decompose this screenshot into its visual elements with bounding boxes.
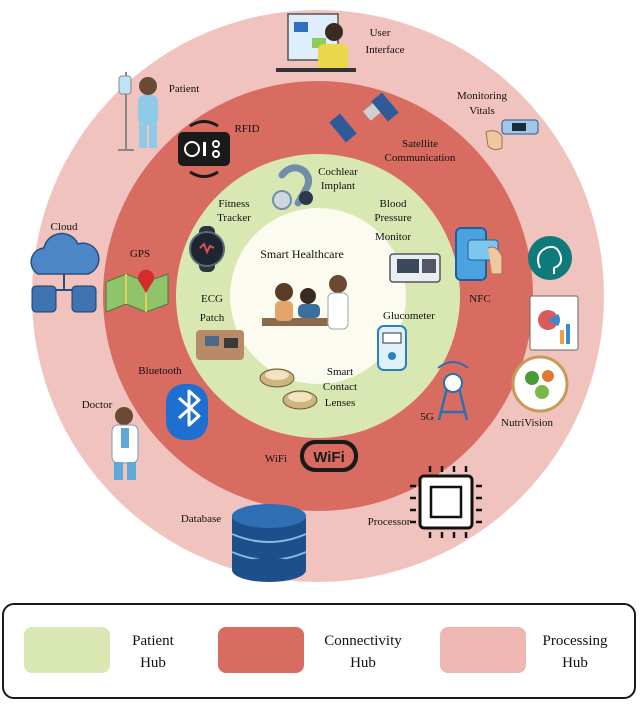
database-icon [231, 504, 307, 582]
ai-brain-icon [528, 236, 572, 280]
bp-label-2: Pressure [374, 212, 411, 224]
cochlear-implant-icon [272, 164, 313, 210]
wifi-logo-icon: WiFi [300, 440, 358, 472]
legend-connectivity-line2: Hub [350, 655, 376, 671]
rfid-icon [178, 120, 230, 178]
processor-chip-icon [410, 466, 482, 538]
lenses-label-2: Contact [323, 381, 357, 393]
legend-connectivity-line1: Connectivity [324, 633, 402, 649]
contact-lenses-icon [259, 368, 318, 410]
patient-icon [118, 72, 158, 151]
monitoring-label-2: Vitals [469, 105, 495, 117]
monitoring-vitals-icon [485, 119, 539, 151]
ecg-label-1: ECG [201, 293, 223, 305]
legend-item-connectivity-hub: Connectivity Hub [218, 627, 428, 673]
legend-text-connectivity-hub: Connectivity Hub [308, 630, 418, 674]
doctor-label: Doctor [82, 399, 113, 411]
lenses-label-3: Lenses [325, 397, 356, 409]
healthcare-scene-icon [262, 275, 349, 330]
cochlear-label-2: Implant [321, 180, 355, 192]
processor-label: Processor [368, 516, 411, 528]
legend-text-patient-hub: Patient Hub [118, 630, 188, 674]
monitoring-label-1: Monitoring [457, 90, 508, 102]
legend-patient-line1: Patient [132, 633, 174, 649]
bp-label-1: Blood [380, 198, 407, 210]
legend-patient-line2: Hub [140, 655, 166, 671]
satellite-label-2: Communication [385, 152, 456, 164]
glucometer-label: Glucometer [383, 310, 435, 322]
nfc-icon [455, 227, 503, 281]
ecg-patch-icon [196, 330, 244, 360]
wifi-logo-text: WiFi [313, 449, 345, 466]
legend-swatch-processing-hub [440, 627, 526, 673]
bp-label-3: Monitor [375, 231, 411, 243]
cochlear-label-1: Cochlear [318, 166, 358, 178]
database-label: Database [181, 513, 221, 525]
wifi-label: WiFi [265, 453, 287, 465]
user-interface-label-1: User [370, 27, 391, 39]
nfc-label: NFC [469, 293, 490, 305]
doctor-icon [111, 407, 139, 480]
5g-tower-icon [437, 361, 469, 421]
legend-processing-line2: Hub [562, 655, 588, 671]
satellite-label-1: Satellite [402, 138, 438, 150]
bluetooth-label: Bluetooth [138, 365, 182, 377]
glucometer-icon [377, 325, 407, 371]
legend-item-patient-hub: Patient Hub [24, 627, 204, 673]
satellite-icon [329, 92, 399, 143]
user-interface-label-2: Interface [365, 44, 404, 56]
fitness-label-1: Fitness [218, 198, 249, 210]
legend-item-processing-hub: Processing Hub [440, 627, 630, 673]
legend: Patient Hub Connectivity Hub Processing … [2, 603, 636, 699]
legend-swatch-connectivity-hub [218, 627, 304, 673]
smart-healthcare-diagram: Smart Healthcare Cochlear Implant Fitnes… [30, 10, 604, 582]
blood-pressure-monitor-icon [389, 253, 441, 283]
legend-swatch-patient-hub [24, 627, 110, 673]
ecg-label-2: Patch [200, 312, 225, 324]
center-circle [230, 208, 406, 384]
bluetooth-icon [166, 384, 208, 440]
fitness-tracker-icon [189, 226, 225, 272]
gps-label: GPS [130, 248, 150, 260]
user-interface-icon [276, 13, 356, 72]
analytics-report-icon [529, 295, 579, 351]
rfid-label: RFID [234, 123, 259, 135]
legend-text-processing-hub: Processing Hub [530, 630, 620, 674]
nutrivision-label: NutriVision [501, 417, 553, 429]
5g-label: 5G [420, 411, 434, 423]
fitness-label-2: Tracker [217, 212, 251, 224]
gps-map-icon [105, 269, 169, 313]
lenses-label-1: Smart [327, 366, 353, 378]
center-title: Smart Healthcare [260, 247, 344, 261]
patient-label: Patient [169, 83, 200, 95]
cloud-storage-icon [30, 232, 100, 313]
legend-processing-line1: Processing [542, 633, 608, 649]
nutrivision-food-icon [511, 355, 569, 413]
cloud-label: Cloud [51, 221, 78, 233]
